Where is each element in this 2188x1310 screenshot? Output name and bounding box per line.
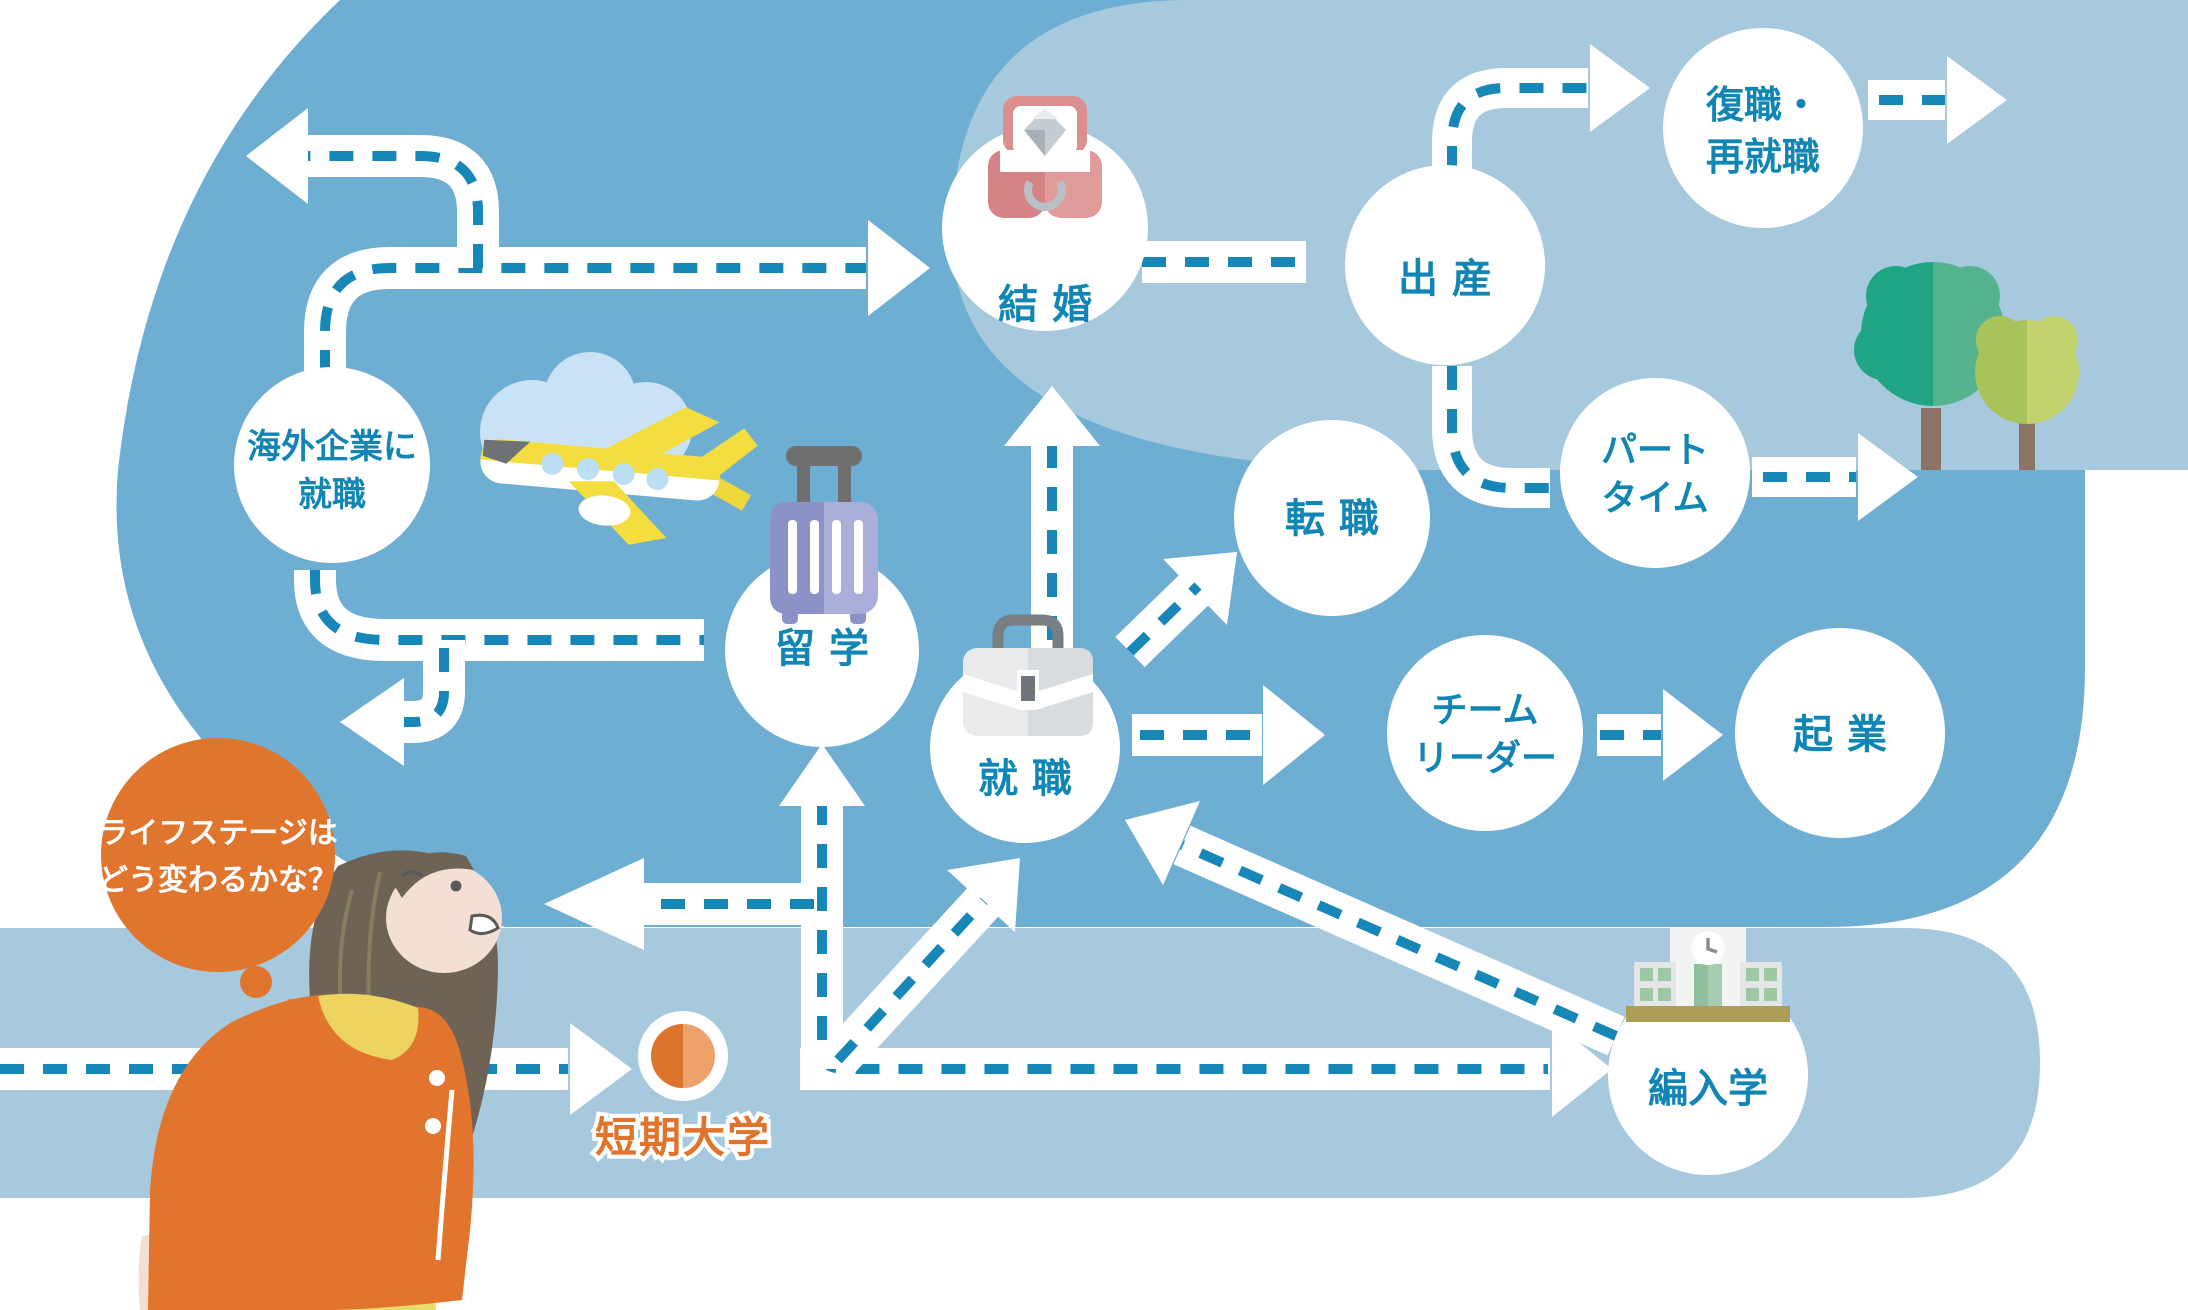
route-parttime-exit-right <box>1752 433 1918 521</box>
kigyo-label: 起 業 <box>1793 712 1887 758</box>
route-branch-left-small <box>340 640 465 766</box>
route-shushoku-to-teamleader <box>1132 685 1325 785</box>
ring-box-icon <box>988 96 1102 218</box>
kigyo-circle <box>1735 628 1945 838</box>
teamleader-circle <box>1387 635 1583 831</box>
route-fukushoku-exit-right <box>1868 56 2007 144</box>
speech-bubble-tail-2 <box>283 999 301 1017</box>
node-parttime: パート タイム <box>1560 378 1750 568</box>
hennyugaku-label: 編入学 <box>1648 1066 1768 1112</box>
arrowhead-into-tandai <box>570 1023 632 1115</box>
tenshoku-circle <box>1234 420 1430 616</box>
parttime-label-1: パート <box>1601 430 1709 471</box>
shussan-label: 出 産 <box>1398 256 1492 302</box>
arrowhead-into-kekkon <box>868 220 930 316</box>
fukushoku-circle <box>1663 28 1863 228</box>
briefcase-icon <box>963 614 1093 736</box>
node-tenshoku: 転 職 <box>1234 420 1430 616</box>
route-shussan-to-parttime <box>1432 366 1550 508</box>
node-kaigai: 海外企業に 就職 <box>234 367 430 563</box>
woman-button <box>425 1118 441 1134</box>
route-shussan-to-fukushoku <box>1432 44 1650 170</box>
route-branch-abroad-left <box>246 108 499 268</box>
woman-collar <box>318 993 419 1060</box>
woman-button <box>429 1070 445 1086</box>
route-tandai-to-ryugaku <box>779 744 865 1069</box>
node-hennyugaku: 編入学 <box>1608 928 1808 1175</box>
parttime-circle <box>1560 378 1750 568</box>
woman-sleeve-seam <box>435 1089 455 1261</box>
ryugaku-label: 留 学 <box>775 626 869 672</box>
route-shushoku-to-tenshoku <box>1115 552 1237 668</box>
arrowhead-exit-topright <box>1947 56 2007 144</box>
node-shushoku: 就 職 <box>930 614 1120 843</box>
node-kekkon: 結 婚 <box>942 96 1148 331</box>
node-teamleader: チーム リーダー <box>1387 635 1583 831</box>
woman-illustration <box>138 850 502 1310</box>
arrowhead-up-kekkon <box>1004 386 1100 446</box>
arrowhead-into-kigyo <box>1663 689 1723 781</box>
arrowhead-left-top <box>246 108 308 204</box>
arrowhead-into-hennyugaku <box>1552 1021 1612 1117</box>
teamleader-label-2: リーダー <box>1413 738 1557 779</box>
route-teamleader-to-kigyo <box>1597 689 1723 781</box>
node-fukushoku: 復職・ 再就職 <box>1663 28 1863 228</box>
kaigai-label-1: 海外企業に <box>247 427 417 467</box>
route-shushoku-to-kekkon <box>1004 386 1100 648</box>
fukushoku-label-2: 再就職 <box>1706 135 1820 179</box>
suitcase-icon <box>770 446 878 624</box>
arrowhead-diag-into-shushoku <box>1125 801 1200 885</box>
arrowhead-into-teamleader <box>1263 685 1325 785</box>
hennyugaku-circle <box>1608 975 1808 1175</box>
kaigai-label-2: 就職 <box>298 475 366 515</box>
route-hennyugaku-to-shushoku <box>1125 801 1625 1056</box>
route-branch-left-bottom <box>544 858 814 950</box>
arrowhead-diag2-into-shushoku <box>947 858 1020 932</box>
school-icon <box>1626 928 1790 1022</box>
teamleader-label-1: チーム <box>1432 690 1539 731</box>
arrowhead-left-mid <box>340 678 404 766</box>
speech-bubble: ライフステージは どう変わるかな？ <box>98 738 338 1017</box>
kekkon-label: 結 婚 <box>998 282 1092 328</box>
node-shussan: 出 産 <box>1345 165 1545 365</box>
woman-mouth <box>468 913 500 935</box>
tree-small-icon <box>1975 316 2079 470</box>
kaigai-circle <box>234 367 430 563</box>
woman-bangs <box>388 852 474 898</box>
arrowhead-into-fukushoku <box>1590 44 1650 132</box>
parttime-label-2: タイム <box>1601 478 1708 519</box>
node-kigyo: 起 業 <box>1735 628 1945 838</box>
fukushoku-label-1: 復職・ <box>1705 83 1820 127</box>
arrowhead-left-bottom <box>544 858 644 950</box>
route-kaigai-to-ryugaku <box>294 570 704 661</box>
shussan-circle <box>1345 165 1545 365</box>
arrowhead-up-ryugaku <box>779 744 865 806</box>
speech-bubble-tail-1 <box>240 966 272 998</box>
arrowhead-exit-parttime <box>1858 433 1918 521</box>
speech-bubble-circle <box>101 738 335 972</box>
bubble-label-2: どう変わるかな？ <box>98 863 338 898</box>
route-kaigai-to-kekkon <box>304 220 930 374</box>
woman-face <box>386 863 502 973</box>
shushoku-label: 就 職 <box>978 756 1072 802</box>
route-tandai-to-shushoku-diag <box>822 858 1020 1075</box>
woman-shirt <box>148 994 474 1310</box>
bubble-label-1: ライフステージは <box>98 816 337 851</box>
tandai-label: 短期大学 <box>595 1113 771 1162</box>
tenshoku-label: 転 職 <box>1285 496 1379 542</box>
woman-eye <box>450 880 462 892</box>
airplane-icon <box>480 407 758 545</box>
node-ryugaku: 留 学 <box>725 446 919 747</box>
tandai-marker: 短期大学 <box>591 1011 773 1166</box>
woman-closed-eye <box>400 870 424 878</box>
